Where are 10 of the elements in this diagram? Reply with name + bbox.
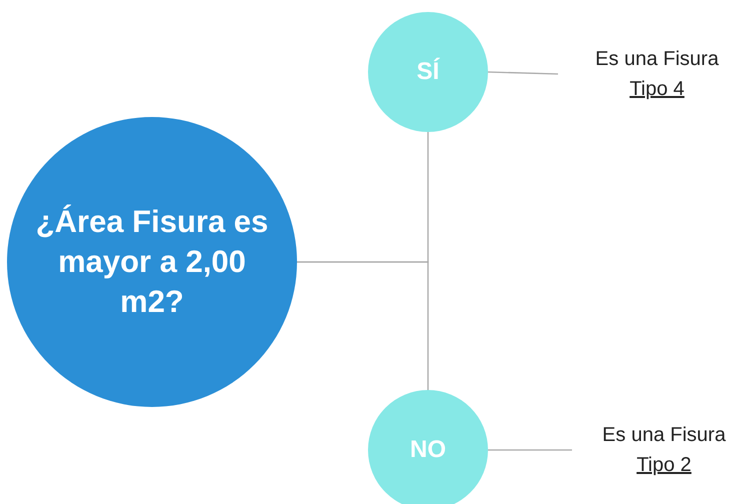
connector-line: [488, 71, 558, 75]
result-type-text: Tipo 4: [630, 77, 684, 102]
circle-label: SÍ: [416, 56, 440, 88]
result-type-text: Tipo 2: [636, 453, 692, 478]
result-text: Es una Fisura: [595, 47, 719, 72]
circle-label: NO: [410, 435, 446, 466]
connector-line: [488, 449, 572, 451]
circle-label: ¿Área Fisura es mayor a 2,00 m2?: [34, 202, 270, 322]
connector-line: [297, 261, 429, 390]
result-text: Es una Fisura: [602, 423, 726, 448]
